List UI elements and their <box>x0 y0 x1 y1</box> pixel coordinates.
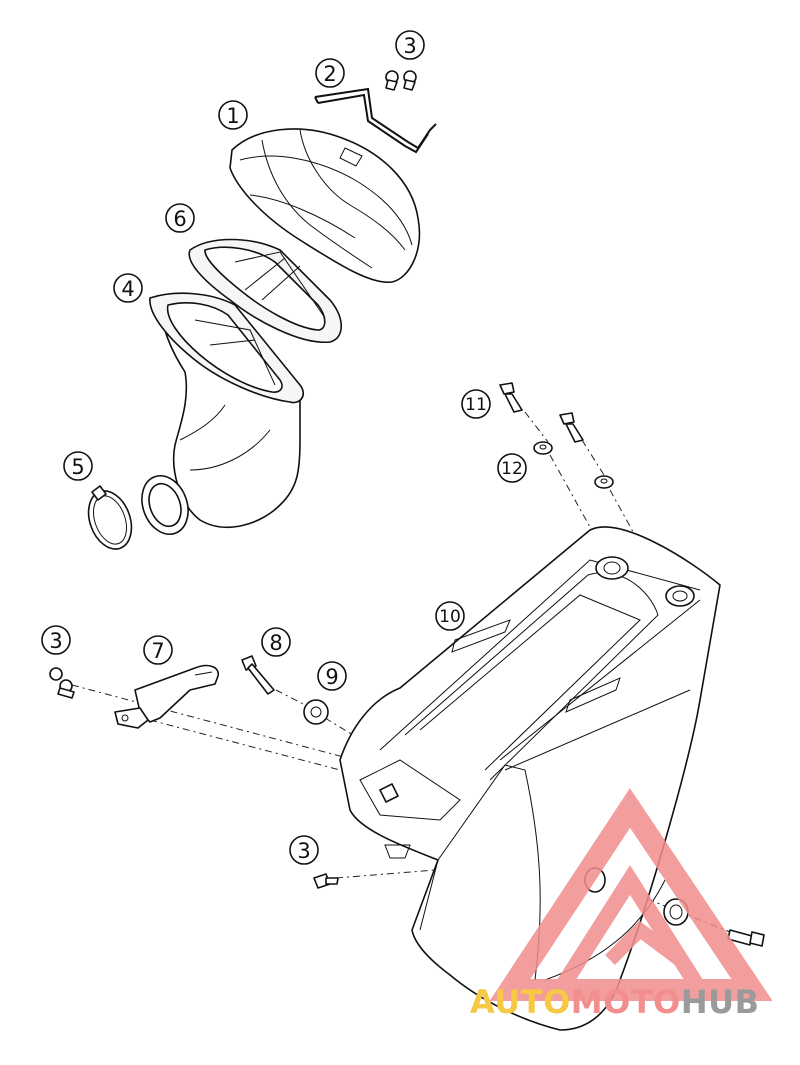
bolt-pair-right <box>499 382 584 443</box>
screw-pair-left <box>49 667 75 699</box>
hose-clamp-part <box>87 485 133 550</box>
callout-label: 3 <box>49 629 62 653</box>
callout-10: 10 <box>435 601 465 631</box>
watermark-logo <box>489 788 773 1001</box>
bracket-part <box>114 664 219 729</box>
callout-7: 7 <box>143 635 173 665</box>
callout-label: 10 <box>439 607 461 627</box>
washer-pair <box>533 441 614 489</box>
callout-label: 6 <box>173 207 186 231</box>
bolt-part-8 <box>241 655 275 695</box>
callout-label: 3 <box>297 839 310 863</box>
callout-label: 8 <box>269 631 282 655</box>
filter-cage-part <box>314 87 437 154</box>
grommet-part-9 <box>303 699 329 725</box>
callout-1: 1 <box>218 100 248 130</box>
watermark-part-auto: AUTO <box>470 983 571 1021</box>
watermark-text: AUTOMOTOHUB <box>470 983 760 1021</box>
callout-label: 3 <box>403 34 416 58</box>
watermark-part-hub: HUB <box>680 983 760 1021</box>
intake-boot-part <box>141 292 305 535</box>
callout-3-lower: 3 <box>289 835 319 865</box>
callout-label: 12 <box>501 459 523 479</box>
screw-pair-top <box>385 70 417 91</box>
callout-4: 4 <box>113 273 143 303</box>
callout-label: 11 <box>465 395 487 415</box>
callout-5: 5 <box>63 451 93 481</box>
filter-support-part <box>188 238 343 343</box>
callout-label: 5 <box>71 455 84 479</box>
callout-label: 1 <box>226 104 239 128</box>
callout-label: 7 <box>151 639 164 663</box>
callout-label: 2 <box>323 62 336 86</box>
callout-3-top: 3 <box>395 30 425 60</box>
callout-label: 4 <box>121 277 134 301</box>
callout-12: 12 <box>497 453 527 483</box>
callout-6: 6 <box>165 203 195 233</box>
air-filter-part <box>229 128 421 283</box>
callout-8: 8 <box>261 627 291 657</box>
callout-3-left: 3 <box>41 625 71 655</box>
screw-part-lower <box>313 873 339 889</box>
callout-9: 9 <box>317 661 347 691</box>
callout-2: 2 <box>315 58 345 88</box>
watermark-part-moto: MOTO <box>570 983 681 1021</box>
callout-label: 9 <box>325 665 338 689</box>
callout-11: 11 <box>461 389 491 419</box>
